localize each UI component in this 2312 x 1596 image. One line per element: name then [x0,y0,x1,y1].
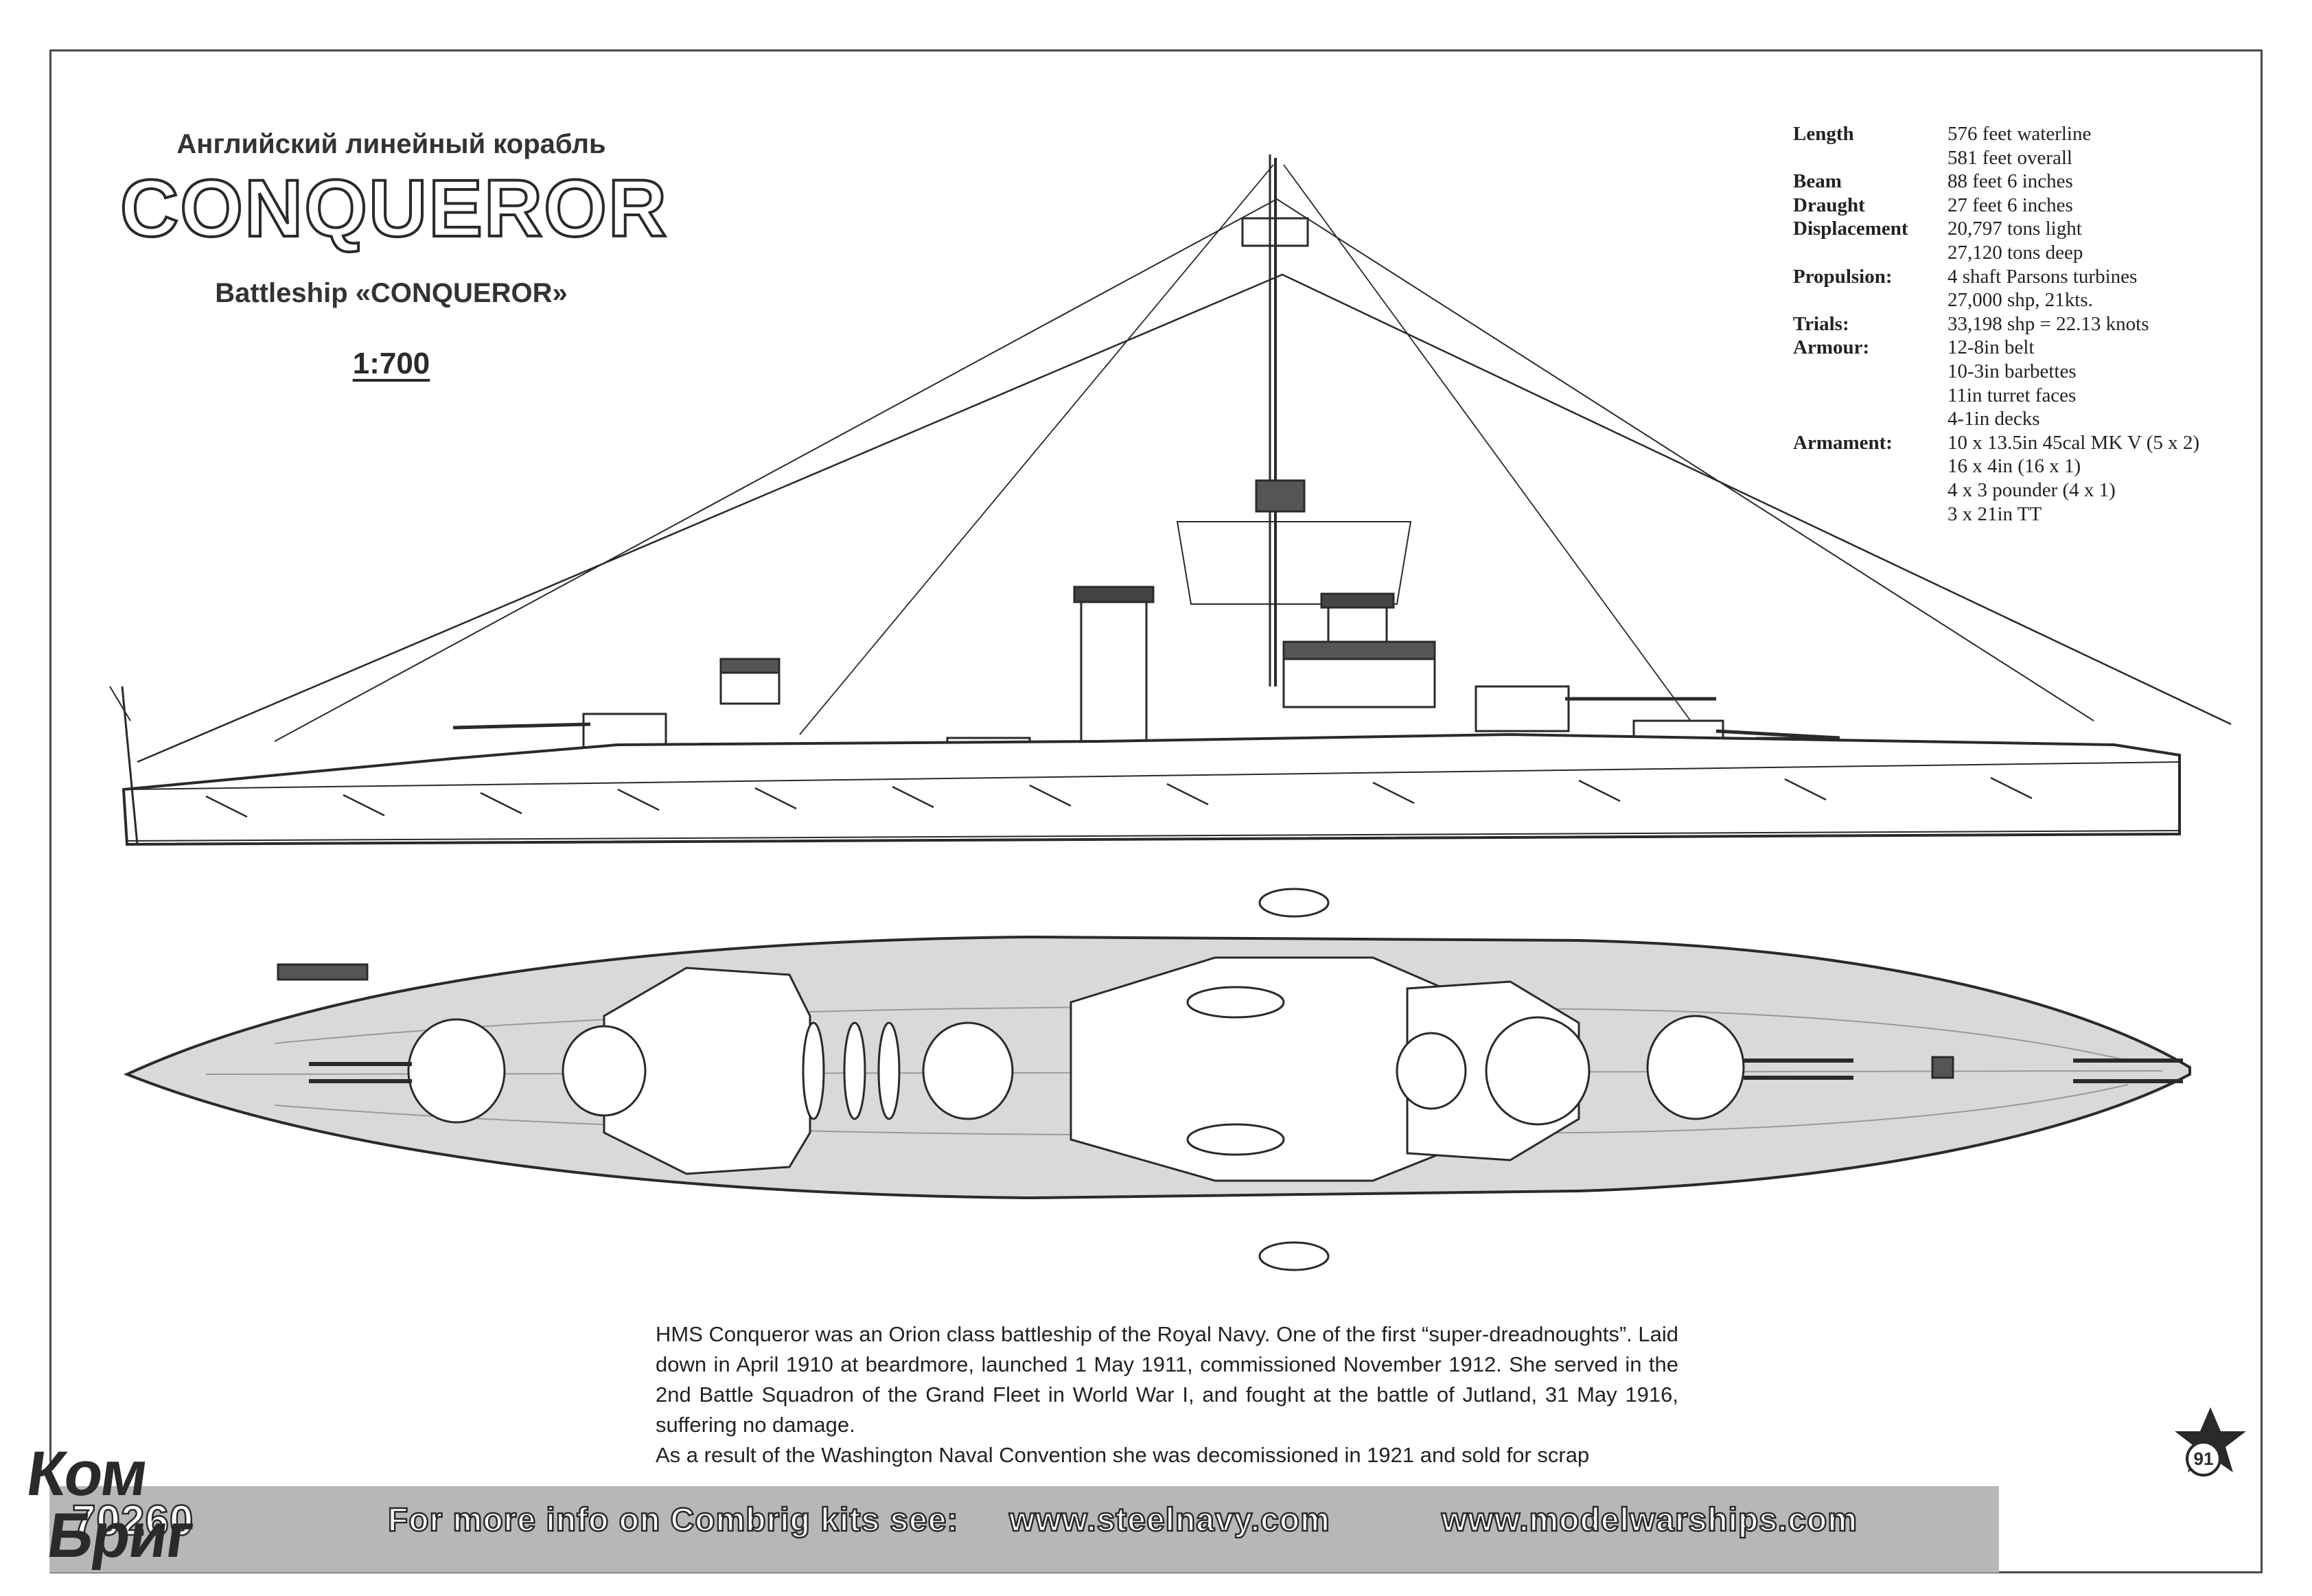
spec-value: 10 x 13.5in 45cal MK V (5 x 2) [1947,431,2200,454]
website-link-modelwarships[interactable]: www.modelwarships.com [1441,1501,1858,1540]
scale-value: 1:700 [352,347,430,380]
spec-value: 581 feet overall [1947,146,2072,169]
spec-value: 20,797 tons light [1947,218,2082,240]
spec-label: Armour: [1793,336,1870,359]
ship-name-title: CONQUEROR [119,163,669,255]
spec-value: 3 x 21in TT [1947,502,2042,525]
spec-value: 27,000 shp, 21kts. [1947,289,2093,312]
spec-values: 33,198 shp = 22.13 knots [1947,312,2149,336]
title-russian: Английский линейный корабль [176,129,606,159]
spec-value: 12-8in belt [1947,336,2035,359]
spec-label: Draught [1793,194,1865,216]
spec-row: Draught 27 feet 6 inches [1793,194,2199,218]
spec-value: 11in turret faces [1947,384,2077,406]
spec-value: 33,198 shp = 22.13 knots [1947,312,2149,335]
history-description: HMS Conqueror was an Orion class battles… [656,1319,1678,1470]
spec-label: Length [1793,123,1854,145]
combrig-logo: 91 [2175,1407,2246,1477]
description-paragraph: HMS Conqueror was an Orion class battles… [656,1322,1678,1437]
spec-values: 10 x 13.5in 45cal MK V (5 x 2)16 x 4in (… [1947,431,2199,526]
spec-value: 16 x 4in (16 x 1) [1947,455,2081,478]
star-icon [2175,1407,2246,1472]
spec-values: 27 feet 6 inches [1947,194,2073,218]
spec-row: Trials: 33,198 shp = 22.13 knots [1793,312,2199,336]
logo-badge-number: 91 [2194,1448,2214,1469]
spec-label: Propulsion: [1793,265,1893,288]
spec-value: 4 shaft Parsons turbines [1947,265,2138,288]
spec-value: 4-1in decks [1947,408,2040,430]
spec-value: 88 feet 6 inches [1947,170,2073,193]
scale-label: 1:700 [137,347,645,381]
spec-value: 27 feet 6 inches [1947,194,2073,216]
footer-band [49,1486,1999,1573]
title-english: Battleship «CONQUEROR» [215,278,568,308]
spec-value: 27,120 tons deep [1947,241,2083,264]
kit-number: 70260 [71,1496,194,1546]
logo-line-2: Бриг [43,1501,197,1571]
spec-row: Armament: 10 x 13.5in 45cal MK V (5 x 2)1… [1793,431,2199,526]
spec-label: Beam [1793,170,1842,193]
spec-label: Trials: [1793,312,1849,335]
spec-label: Displacement [1793,218,1908,240]
side-profile-drawing [109,154,2232,846]
spec-row: Beam 88 feet 6 inches [1793,170,2199,194]
info-text: For more info on Combrig kits see: [387,1501,959,1540]
top-view-drawing [123,888,2191,1271]
spec-value: 576 feet waterline [1947,123,2092,145]
description-last-line: As a result of the Washington Naval Conv… [656,1443,1590,1467]
spec-value: 4 x 3 pounder (4 x 1) [1947,478,2116,501]
spec-value: 10-3in barbettes [1947,360,2077,382]
badge-circle-icon [2186,1441,2221,1477]
website-link-steelnavy[interactable]: www.steelnavy.com [1008,1501,1330,1540]
spec-label: Armament: [1793,431,1893,454]
spec-values: 88 feet 6 inches [1947,170,2073,194]
